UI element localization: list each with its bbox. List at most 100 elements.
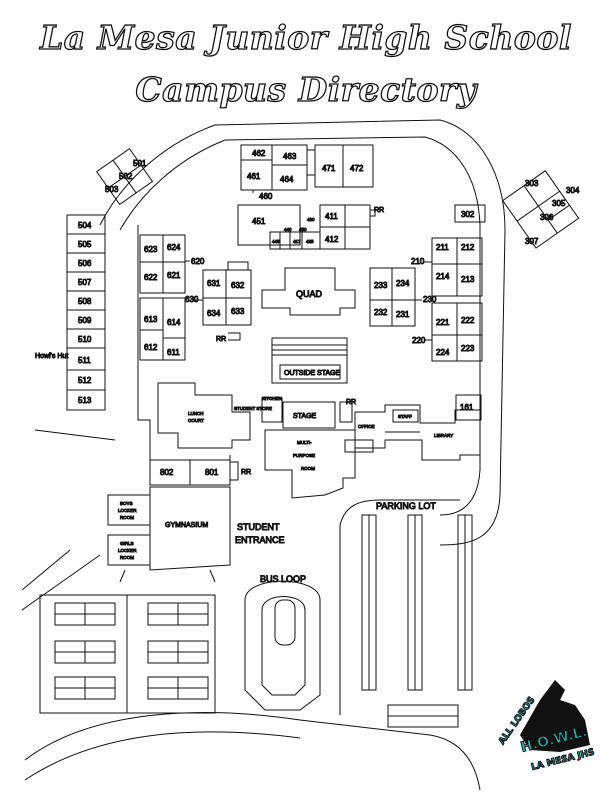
restroom-400[interactable]: RR <box>374 207 385 215</box>
room-613[interactable]: 613 <box>144 315 159 325</box>
room-630[interactable]: 630 <box>185 295 200 305</box>
restroom-800[interactable]: RR <box>241 469 252 477</box>
room-445[interactable]: 445 <box>272 239 281 245</box>
student-entrance-label-2[interactable]: ENTRANCE <box>235 535 286 546</box>
gymnasium-label[interactable]: GYMNASIUM <box>165 522 209 530</box>
room-412[interactable]: 412 <box>325 235 340 245</box>
restroom-stage[interactable]: RR <box>346 399 357 407</box>
room-214[interactable]: 214 <box>436 272 451 282</box>
room-620[interactable]: 620 <box>191 257 206 267</box>
room-631[interactable]: 631 <box>207 279 222 289</box>
room-440[interactable]: 440 <box>284 227 293 233</box>
room-508[interactable]: 508 <box>78 297 93 307</box>
library-label[interactable]: LIBRARY <box>434 433 454 439</box>
room-504[interactable]: 504 <box>78 221 93 231</box>
room-510[interactable]: 510 <box>78 335 93 345</box>
mpr-label-2[interactable]: PURPOSE <box>293 453 316 459</box>
room-622[interactable]: 622 <box>144 273 159 283</box>
room-623[interactable]: 623 <box>144 245 159 255</box>
kitchen-label[interactable]: KITCHEN <box>262 396 283 402</box>
staff-label[interactable]: STAFF <box>398 414 413 420</box>
room-232[interactable]: 232 <box>374 308 389 318</box>
girls-locker-label-1[interactable]: GIRLS <box>120 541 135 547</box>
room-460[interactable]: 460 <box>259 192 274 202</box>
student-entrance-label-1[interactable]: STUDENT <box>237 522 281 533</box>
restroom-600[interactable]: RR <box>216 336 227 344</box>
room-513[interactable]: 513 <box>78 396 93 406</box>
room-506[interactable]: 506 <box>78 259 93 269</box>
room-471[interactable]: 471 <box>322 164 337 174</box>
room-210[interactable]: 210 <box>411 257 426 267</box>
office-label[interactable]: OFFICE <box>358 424 376 430</box>
mpr-label-3[interactable]: ROOM <box>301 466 316 472</box>
room-211[interactable]: 211 <box>436 243 450 253</box>
room-801[interactable]: 801 <box>205 468 220 478</box>
room-512[interactable]: 512 <box>78 376 93 386</box>
room-621[interactable]: 621 <box>167 271 182 281</box>
howl-logo <box>520 680 590 752</box>
howls-hut-label[interactable]: Howl's Hut <box>35 353 69 361</box>
room-501[interactable]: 501 <box>133 159 148 169</box>
room-632[interactable]: 632 <box>231 281 246 291</box>
room-451[interactable]: 451 <box>252 217 267 227</box>
room-233[interactable]: 233 <box>374 281 389 291</box>
student-store-label[interactable]: STUDENT STORE <box>234 406 273 412</box>
building-470 <box>306 144 374 188</box>
room-624[interactable]: 624 <box>167 243 182 253</box>
room-161[interactable]: 161 <box>460 403 475 413</box>
room-802[interactable]: 802 <box>160 468 175 478</box>
room-505[interactable]: 505 <box>78 240 93 250</box>
room-462[interactable]: 462 <box>252 149 267 159</box>
room-612[interactable]: 612 <box>144 343 159 353</box>
room-302[interactable]: 302 <box>461 210 476 220</box>
room-305[interactable]: 305 <box>552 199 567 209</box>
southwest-walkway <box>24 712 481 791</box>
room-464[interactable]: 464 <box>280 175 295 185</box>
room-507[interactable]: 507 <box>78 278 93 288</box>
boys-locker-label-1[interactable]: BOYS <box>120 501 134 507</box>
girls-locker-label-2[interactable]: LOCKER <box>118 548 138 554</box>
room-511[interactable]: 511 <box>78 356 92 366</box>
room-303[interactable]: 303 <box>525 179 540 189</box>
room-231[interactable]: 231 <box>396 310 411 320</box>
room-224[interactable]: 224 <box>436 348 451 358</box>
room-417[interactable]: 417 <box>293 239 302 245</box>
room-411[interactable]: 411 <box>325 212 339 222</box>
room-223[interactable]: 223 <box>461 344 476 354</box>
room-463[interactable]: 463 <box>283 152 298 162</box>
lunch-label-1[interactable]: LUNCH <box>188 411 205 417</box>
room-472[interactable]: 472 <box>350 164 365 174</box>
room-503[interactable]: 503 <box>105 185 120 195</box>
outside-stage-label[interactable]: OUTSIDE STAGE <box>284 370 342 378</box>
boys-locker-label-3[interactable]: ROOM <box>120 515 135 521</box>
room-220[interactable]: 220 <box>412 336 427 346</box>
room-614[interactable]: 614 <box>167 318 182 328</box>
room-234[interactable]: 234 <box>396 279 411 289</box>
stage-label[interactable]: STAGE <box>293 413 318 421</box>
lunch-court <box>157 382 251 449</box>
room-420[interactable]: 420 <box>307 217 316 223</box>
room-307[interactable]: 307 <box>525 237 540 247</box>
room-425[interactable]: 425 <box>306 239 315 245</box>
room-633[interactable]: 633 <box>231 307 246 317</box>
room-230[interactable]: 230 <box>423 295 438 305</box>
mpr-label-1[interactable]: MULTI- <box>297 440 313 446</box>
room-304[interactable]: 304 <box>566 186 581 196</box>
lunch-label-2[interactable]: COURT <box>188 418 205 424</box>
room-306[interactable]: 306 <box>540 213 555 223</box>
room-450[interactable]: 450 <box>299 227 308 233</box>
room-509[interactable]: 509 <box>78 316 93 326</box>
room-222[interactable]: 222 <box>461 316 476 326</box>
bus-loop-label[interactable]: BUS LOOP <box>260 574 307 585</box>
room-221[interactable]: 221 <box>436 318 451 328</box>
room-213[interactable]: 213 <box>461 275 476 285</box>
room-502[interactable]: 502 <box>119 172 134 182</box>
boys-locker-label-2[interactable]: LOCKER <box>118 508 138 514</box>
room-611[interactable]: 611 <box>167 348 181 358</box>
room-461[interactable]: 461 <box>247 172 262 182</box>
girls-locker-label-3[interactable]: ROOM <box>120 555 135 561</box>
room-634[interactable]: 634 <box>207 309 222 319</box>
room-212[interactable]: 212 <box>461 243 476 253</box>
quad-label[interactable]: QUAD <box>296 289 324 300</box>
parking-lot-label[interactable]: PARKING LOT <box>376 501 437 512</box>
